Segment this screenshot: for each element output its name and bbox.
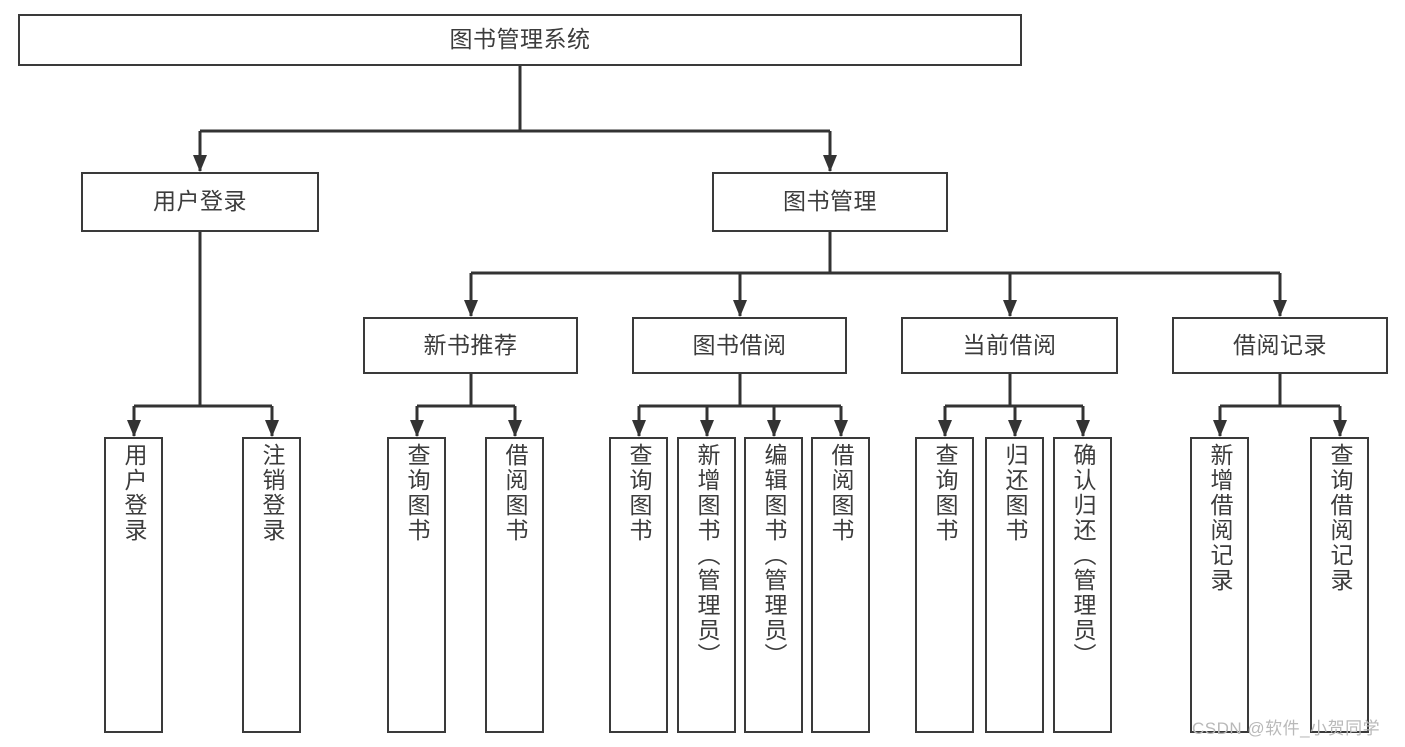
node-leaf-query-record[interactable]: 查询借阅记录 — [1310, 437, 1369, 733]
node-label: 查询图书 — [404, 443, 430, 543]
node-label: 查询图书 — [932, 443, 958, 543]
node-leaf-query-book-1[interactable]: 查询图书 — [387, 437, 446, 733]
node-label: 当前借阅 — [962, 331, 1057, 358]
node-leaf-user-login[interactable]: 用户登录 — [104, 437, 163, 733]
node-label: 查询借阅记录 — [1327, 443, 1353, 593]
node-label: 图书管理系统 — [449, 26, 591, 53]
node-leaf-query-book-3[interactable]: 查询图书 — [915, 437, 974, 733]
node-new-book-rec[interactable]: 新书推荐 — [363, 317, 578, 374]
node-leaf-borrow-book-2[interactable]: 借阅图书 — [811, 437, 870, 733]
node-label: 借阅记录 — [1233, 331, 1327, 358]
node-book-manage[interactable]: 图书管理 — [712, 172, 948, 232]
node-leaf-add-book[interactable]: 新增图书（管理员） — [677, 437, 736, 733]
node-label: 查询图书 — [626, 443, 652, 543]
node-leaf-query-book-2[interactable]: 查询图书 — [609, 437, 668, 733]
node-leaf-add-record[interactable]: 新增借阅记录 — [1190, 437, 1249, 733]
node-label: 借阅图书 — [502, 443, 528, 543]
node-label: 借阅图书 — [828, 443, 854, 543]
node-current-borrow[interactable]: 当前借阅 — [901, 317, 1118, 374]
node-leaf-return-book[interactable]: 归还图书 — [985, 437, 1044, 733]
node-label: 新增图书（管理员） — [694, 443, 720, 668]
node-leaf-user-logout[interactable]: 注销登录 — [242, 437, 301, 733]
node-label: 用户登录 — [121, 443, 147, 543]
node-leaf-borrow-book-1[interactable]: 借阅图书 — [485, 437, 544, 733]
node-leaf-confirm-return[interactable]: 确认归还（管理员） — [1053, 437, 1112, 733]
node-leaf-edit-book[interactable]: 编辑图书（管理员） — [744, 437, 803, 733]
watermark-label: CSDN @软件_小贺同学 — [1192, 719, 1381, 738]
node-label: 确认归还（管理员） — [1070, 443, 1096, 668]
node-root[interactable]: 图书管理系统 — [18, 14, 1022, 66]
node-label: 归还图书 — [1002, 443, 1028, 543]
node-borrow-record[interactable]: 借阅记录 — [1172, 317, 1388, 374]
node-label: 图书管理 — [783, 188, 877, 215]
node-user-login[interactable]: 用户登录 — [81, 172, 319, 232]
node-label: 新增借阅记录 — [1207, 443, 1233, 593]
node-book-borrow[interactable]: 图书借阅 — [632, 317, 847, 374]
node-label: 编辑图书（管理员） — [761, 443, 787, 668]
node-label: 用户登录 — [153, 188, 247, 215]
node-label: 新书推荐 — [423, 331, 518, 358]
node-label: 注销登录 — [259, 443, 285, 543]
node-label: 图书借阅 — [692, 331, 787, 358]
